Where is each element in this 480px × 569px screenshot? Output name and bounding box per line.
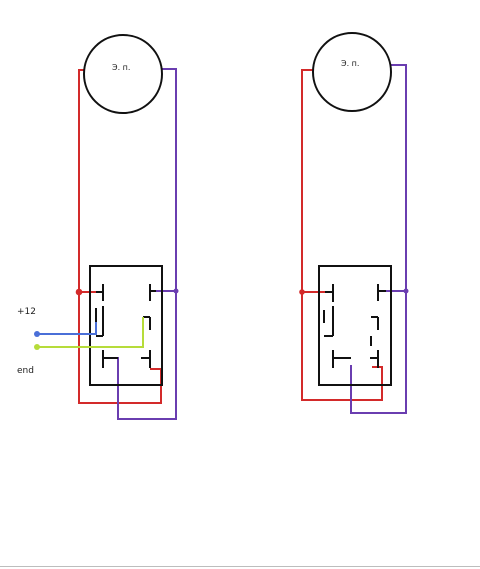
right-motor-circle (312, 32, 392, 112)
right-red-wire (301, 69, 383, 401)
right-switch-body (318, 265, 392, 386)
left-purple-wire (117, 68, 177, 420)
bottom-divider (0, 566, 480, 567)
green-ground-wire (37, 317, 144, 348)
right-purple-junction (403, 288, 409, 294)
right-switch-contacts (323, 284, 386, 368)
ground-label: end (17, 366, 34, 376)
right-purple-wire (350, 64, 407, 414)
right-unit: Э. п. (299, 32, 409, 414)
plus12-terminal (34, 331, 40, 337)
right-red-junction (299, 289, 305, 295)
left-motor-label: Э. п. (112, 63, 130, 72)
power-bus (34, 317, 144, 350)
left-switch-body (89, 265, 163, 386)
ground-terminal (34, 344, 40, 350)
plus12-label: +12 (17, 307, 36, 317)
left-red-junction (75, 288, 83, 296)
left-purple-junction (173, 288, 179, 294)
right-motor-label: Э. п. (341, 59, 359, 68)
left-unit: Э. п. (75, 34, 179, 420)
left-red-wire (78, 69, 162, 404)
left-motor-circle (83, 34, 163, 114)
left-switch-contacts (95, 284, 156, 368)
blue-plus12-wire (37, 322, 97, 335)
